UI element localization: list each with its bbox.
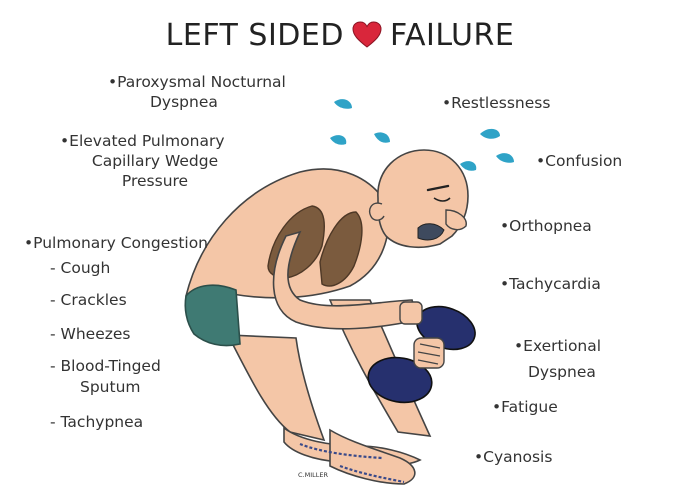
symptom-label-pcwp-cont: Capillary Wedge — [91, 152, 219, 170]
page-title: LEFT SIDED FAILURE — [0, 14, 680, 56]
mustache — [417, 223, 445, 241]
eye — [433, 197, 451, 202]
back-leg — [226, 334, 326, 442]
sweat-drop — [330, 135, 347, 145]
symptom-label-pcwp: Elevated Pulmonary — [60, 131, 224, 151]
symptom-label-congestion: Pulmonary Congestion — [24, 233, 208, 253]
symptom-sublabel-cough: Cough — [50, 258, 111, 278]
symptom-label-pnd-cont: Dyspnea — [150, 93, 218, 111]
ear — [368, 202, 385, 221]
right-lung — [319, 211, 363, 287]
symptom-label-orthopnea: Orthopnea — [500, 216, 592, 236]
symptom-label-pcwp-cont2: Pressure — [121, 172, 189, 190]
sweat-drop — [480, 128, 500, 139]
title-right: FAILURE — [389, 17, 515, 53]
symptom-label-fatigue: Fatigue — [492, 397, 558, 417]
symptom-label-cyanosis: Cyanosis — [474, 447, 552, 467]
symptom-label-tachycardia: Tachycardia — [500, 274, 601, 294]
artist-signature: C.MILLER — [298, 471, 328, 479]
eyebrow — [426, 184, 450, 192]
symptom-label-pnd: Paroxysmal Nocturnal — [108, 72, 286, 92]
shorts — [184, 284, 241, 347]
symptom-sublabel-sputum: Sputum — [80, 378, 141, 396]
title-left: LEFT SIDED — [165, 17, 344, 53]
sweat-drop — [334, 99, 352, 109]
symptom-label-exertional-cont: Dyspnea — [528, 363, 596, 381]
sweat-drop — [460, 161, 477, 171]
symptom-sublabel-blood-tinged: Blood-Tinged — [50, 356, 161, 376]
symptom-sublabel-wheezes: Wheezes — [50, 324, 131, 344]
symptom-sublabel-tachypnea: Tachypnea — [50, 412, 144, 432]
symptom-label-exertional: Exertional — [514, 336, 601, 356]
sweat-drop — [496, 153, 514, 163]
symptom-label-restlessness: Restlessness — [442, 93, 550, 113]
symptom-label-confusion: Confusion — [536, 151, 622, 171]
sweat-drop — [374, 132, 390, 143]
dumbbell-lower — [367, 337, 445, 404]
symptom-sublabel-crackles: Crackles — [50, 290, 127, 310]
nose — [445, 209, 467, 231]
heart-icon — [352, 21, 382, 48]
